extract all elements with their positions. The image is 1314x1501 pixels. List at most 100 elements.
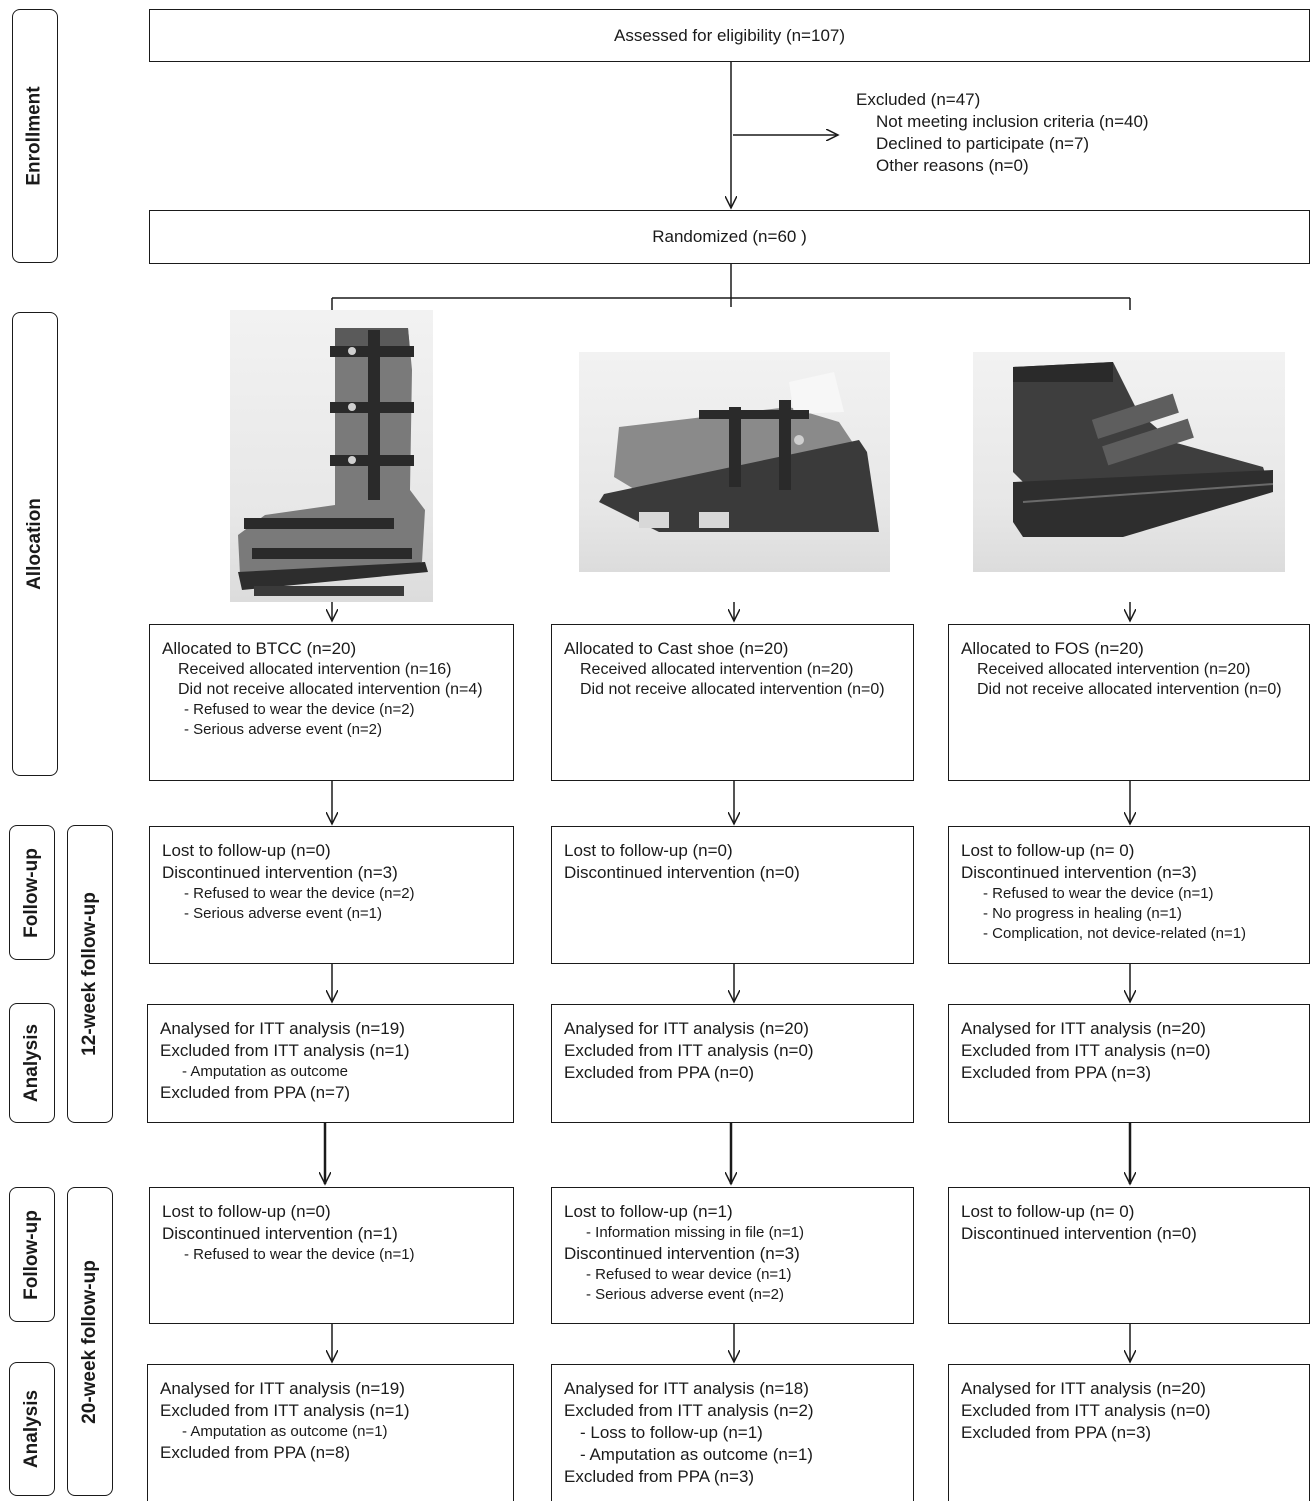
lost-text: Lost to follow-up (n=0) — [564, 841, 733, 860]
cast-shoe-photo — [579, 352, 890, 572]
stage-analysis-12: Analysis — [9, 1003, 55, 1123]
fos-shoe-illustration — [1013, 362, 1274, 537]
discontinued-text: Discontinued intervention (n=3) — [961, 863, 1197, 882]
stage-label-enrollment: Enrollment — [24, 86, 46, 186]
not-received-text: Did not receive allocated intervention (… — [178, 681, 483, 698]
box-fos-analysis-12: Analysed for ITT analysis (n=20) Exclude… — [948, 1004, 1310, 1123]
stage-week20: 20-week follow-up — [67, 1187, 113, 1496]
reason-item: - No progress in healing (n=1) — [983, 905, 1182, 922]
itt-text: Analysed for ITT analysis (n=18) — [564, 1379, 809, 1398]
received-text: Received allocated intervention (n=20) — [580, 661, 854, 678]
excluded-item: Declined to participate (n=7) — [876, 134, 1090, 153]
excluded-ppa-text: Excluded from PPA (n=0) — [564, 1063, 755, 1082]
lost-text: Lost to follow-up (n=0) — [162, 841, 331, 860]
box-fos-allocation: Allocated to FOS (n=20) Received allocat… — [948, 624, 1310, 781]
box-cast-followup-20: Lost to follow-up (n=1) - Information mi… — [551, 1187, 914, 1324]
lost-text: Lost to follow-up (n= 0) — [961, 841, 1135, 860]
excluded-ppa-text: Excluded from PPA (n=3) — [961, 1423, 1152, 1442]
btcc-device-photo — [230, 310, 433, 602]
reason-item: - Complication, not device-related (n=1) — [983, 925, 1247, 942]
stage-label-allocation: Allocation — [24, 498, 45, 590]
stage-label-analysis-20: Analysis — [21, 1389, 42, 1469]
excluded-item: Not meeting inclusion criteria (n=40) — [876, 112, 1149, 131]
discontinued-text: Discontinued intervention (n=0) — [961, 1224, 1197, 1243]
stage-followup-20: Follow-up — [9, 1187, 55, 1322]
excluded-title: Excluded (n=47) — [856, 90, 981, 109]
excluded-item: Other reasons (n=0) — [876, 156, 1029, 175]
discontinued-text: Discontinued intervention (n=1) — [162, 1224, 398, 1243]
reason-item: - Amputation as outcome (n=1) — [182, 1423, 388, 1440]
box-cast-followup-12: Lost to follow-up (n=0) Discontinued int… — [551, 826, 914, 964]
boot-illustration — [238, 328, 428, 596]
randomized-text: Randomized (n=60 ) — [652, 227, 807, 246]
box-cast-analysis-12: Analysed for ITT analysis (n=20) Exclude… — [551, 1004, 914, 1123]
reason-item: - Refused to wear device (n=1) — [586, 1266, 792, 1283]
excluded-ppa-text: Excluded from PPA (n=3) — [961, 1063, 1152, 1082]
stage-enrollment: Enrollment — [12, 9, 58, 263]
box-fos-followup-12: Lost to follow-up (n= 0) Discontinued in… — [948, 826, 1310, 964]
reason-item: - Loss to follow-up (n=1) — [580, 1423, 763, 1442]
excluded-itt-text: Excluded from ITT analysis (n=2) — [564, 1401, 814, 1420]
box-btcc-followup-20: Lost to follow-up (n=0) Discontinued int… — [149, 1187, 514, 1324]
reason-item: - Serious adverse event (n=2) — [184, 721, 383, 738]
box-randomized: Randomized (n=60 ) — [149, 210, 1310, 264]
excluded-ppa-text: Excluded from PPA (n=8) — [160, 1443, 351, 1462]
allocation-title: Allocated to Cast shoe (n=20) — [564, 639, 789, 658]
not-received-text: Did not receive allocated intervention (… — [977, 681, 1282, 698]
allocation-title: Allocated to BTCC (n=20) — [162, 639, 357, 658]
box-cast-allocation: Allocated to Cast shoe (n=20) Received a… — [551, 624, 914, 781]
box-assessed: Assessed for eligibility (n=107) — [149, 9, 1310, 62]
itt-text: Analysed for ITT analysis (n=20) — [961, 1379, 1206, 1398]
box-fos-followup-20: Lost to follow-up (n= 0) Discontinued in… — [948, 1187, 1310, 1324]
lost-text: Lost to follow-up (n= 0) — [961, 1202, 1135, 1221]
excluded-itt-text: Excluded from ITT analysis (n=0) — [564, 1041, 814, 1060]
reason-item: - Serious adverse event (n=1) — [184, 905, 383, 922]
stage-label-week12: 12-week follow-up — [79, 892, 101, 1056]
lost-text: Lost to follow-up (n=0) — [162, 1202, 331, 1221]
reason-item: - Serious adverse event (n=2) — [586, 1286, 785, 1303]
stage-label-analysis-12: Analysis — [21, 1023, 42, 1103]
received-text: Received allocated intervention (n=16) — [178, 661, 452, 678]
discontinued-text: Discontinued intervention (n=3) — [564, 1244, 800, 1263]
allocation-title: Allocated to FOS (n=20) — [961, 639, 1144, 658]
reason-item: - Refused to wear the device (n=1) — [184, 1246, 415, 1263]
itt-text: Analysed for ITT analysis (n=19) — [160, 1379, 405, 1398]
reason-item: - Information missing in file (n=1) — [586, 1224, 804, 1241]
box-btcc-analysis-20: Analysed for ITT analysis (n=19) Exclude… — [147, 1364, 514, 1501]
excluded-itt-text: Excluded from ITT analysis (n=0) — [961, 1401, 1211, 1420]
excluded-ppa-text: Excluded from PPA (n=3) — [564, 1467, 755, 1486]
stage-label-week20: 20-week follow-up — [79, 1259, 101, 1424]
excluded-ppa-text: Excluded from PPA (n=7) — [160, 1083, 351, 1102]
cast-shoe-illustration — [599, 372, 879, 532]
stage-analysis-20: Analysis — [9, 1362, 55, 1496]
stage-week12: 12-week follow-up — [67, 825, 113, 1123]
reason-item: - Refused to wear the device (n=2) — [184, 885, 415, 902]
assessed-text: Assessed for eligibility (n=107) — [613, 25, 846, 45]
stage-allocation: Allocation — [12, 312, 58, 776]
reason-item: - Refused to wear the device (n=2) — [184, 701, 415, 718]
excluded-itt-text: Excluded from ITT analysis (n=1) — [160, 1401, 410, 1420]
received-text: Received allocated intervention (n=20) — [977, 661, 1251, 678]
itt-text: Analysed for ITT analysis (n=20) — [961, 1019, 1206, 1038]
reason-item: - Amputation as outcome (n=1) — [580, 1445, 813, 1464]
itt-text: Analysed for ITT analysis (n=19) — [160, 1019, 405, 1038]
box-fos-analysis-20: Analysed for ITT analysis (n=20) Exclude… — [948, 1364, 1310, 1501]
not-received-text: Did not receive allocated intervention (… — [580, 681, 885, 698]
fos-device-photo — [973, 352, 1285, 572]
itt-text: Analysed for ITT analysis (n=20) — [564, 1019, 809, 1038]
stage-label-followup-12: Follow-up — [21, 847, 43, 938]
box-btcc-analysis-12: Analysed for ITT analysis (n=19) Exclude… — [147, 1004, 514, 1123]
excluded-itt-text: Excluded from ITT analysis (n=0) — [961, 1041, 1211, 1060]
stage-followup-12: Follow-up — [9, 825, 55, 960]
excluded-itt-text: Excluded from ITT analysis (n=1) — [160, 1041, 410, 1060]
reason-item: - Refused to wear the device (n=1) — [983, 885, 1214, 902]
discontinued-text: Discontinued intervention (n=0) — [564, 863, 800, 882]
stage-label-followup-20: Follow-up — [21, 1209, 43, 1300]
reason-item: - Amputation as outcome — [182, 1063, 348, 1080]
box-btcc-followup-12: Lost to follow-up (n=0) Discontinued int… — [149, 826, 514, 964]
box-cast-analysis-20: Analysed for ITT analysis (n=18) Exclude… — [551, 1364, 914, 1501]
excluded-block: Excluded (n=47) Not meeting inclusion cr… — [856, 89, 1149, 177]
lost-text: Lost to follow-up (n=1) — [564, 1202, 733, 1221]
